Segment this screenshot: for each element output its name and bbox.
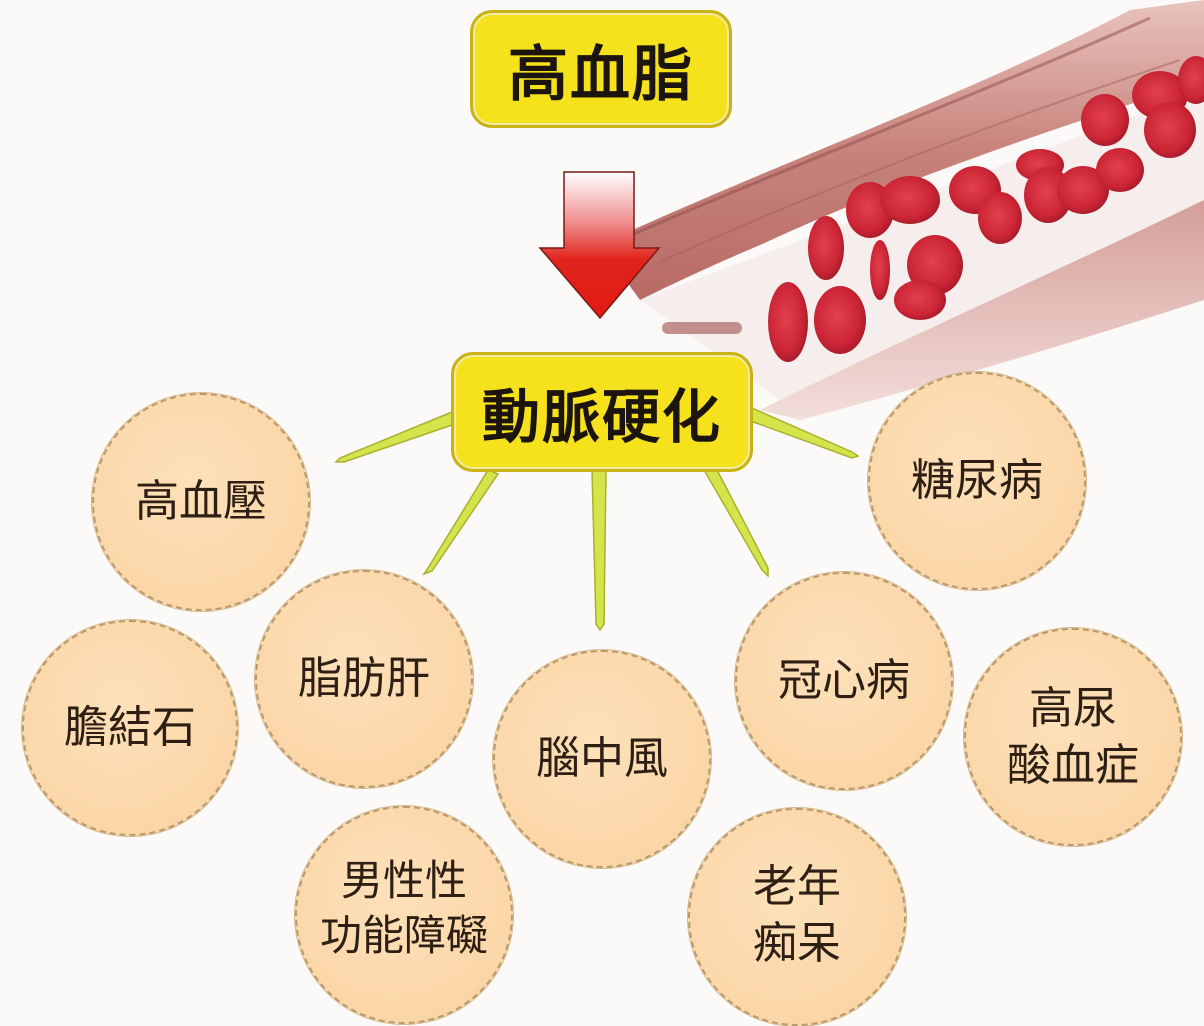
blood-vessel-illustration xyxy=(600,0,1204,420)
circle-gallstones: 膽結石 xyxy=(22,620,238,836)
circle-label-line-2: 酸血症 xyxy=(1007,740,1139,791)
arrow-to-stroke-icon xyxy=(591,469,607,632)
circle-senile-dementia: 老年 痴呆 xyxy=(688,808,906,1026)
arrows-layer xyxy=(334,171,860,632)
circle-erectile-dysfunction: 男性性 功能障礙 xyxy=(295,806,513,1024)
arrow-to-diabetes-icon xyxy=(747,406,860,459)
circle-label: 糖尿病 xyxy=(911,455,1043,507)
circle-label-line-1: 老年 xyxy=(753,861,841,912)
circle-label: 脂肪肝 xyxy=(298,653,430,705)
title-text: 高血脂 xyxy=(508,39,694,110)
arrow-to-coronary-icon xyxy=(702,467,769,578)
circle-stroke: 腦中風 xyxy=(493,650,711,868)
circle-label-line-1: 男性性 xyxy=(340,856,467,905)
arrow-to-hypertension-icon xyxy=(334,410,456,463)
circle-hypertension: 高血壓 xyxy=(92,393,310,611)
circle-fatty-liver: 脂肪肝 xyxy=(255,570,473,788)
circle-label-line-2: 痴呆 xyxy=(753,918,841,970)
circle-label: 冠心病 xyxy=(778,655,910,707)
circle-label: 高血壓 xyxy=(135,476,267,528)
circle-label: 膽結石 xyxy=(64,702,196,754)
title-label-hyperlipidemia: 高血脂 xyxy=(470,10,732,128)
circle-label-line-1: 高尿 xyxy=(1029,682,1117,734)
arrow-to-fatty-liver-icon xyxy=(422,469,500,576)
circle-label: 腦中風 xyxy=(536,733,668,785)
down-arrow-icon xyxy=(538,171,661,320)
center-text: 動脈硬化 xyxy=(481,383,722,451)
center-label-atherosclerosis: 動脈硬化 xyxy=(451,352,753,472)
circle-hyperuricemia: 高尿 酸血症 xyxy=(964,628,1182,846)
circle-label-line-2: 功能障礙 xyxy=(319,910,488,960)
circle-diabetes: 糖尿病 xyxy=(868,372,1086,590)
branch-arrows xyxy=(334,406,860,632)
hyperlipidemia-diagram: 高血脂 動脈硬化 高血壓 糖尿病 膽結石 脂肪肝 腦中風 冠心病 高尿 酸血症 … xyxy=(22,0,1204,1026)
circle-coronary-heart-disease: 冠心病 xyxy=(735,572,953,790)
